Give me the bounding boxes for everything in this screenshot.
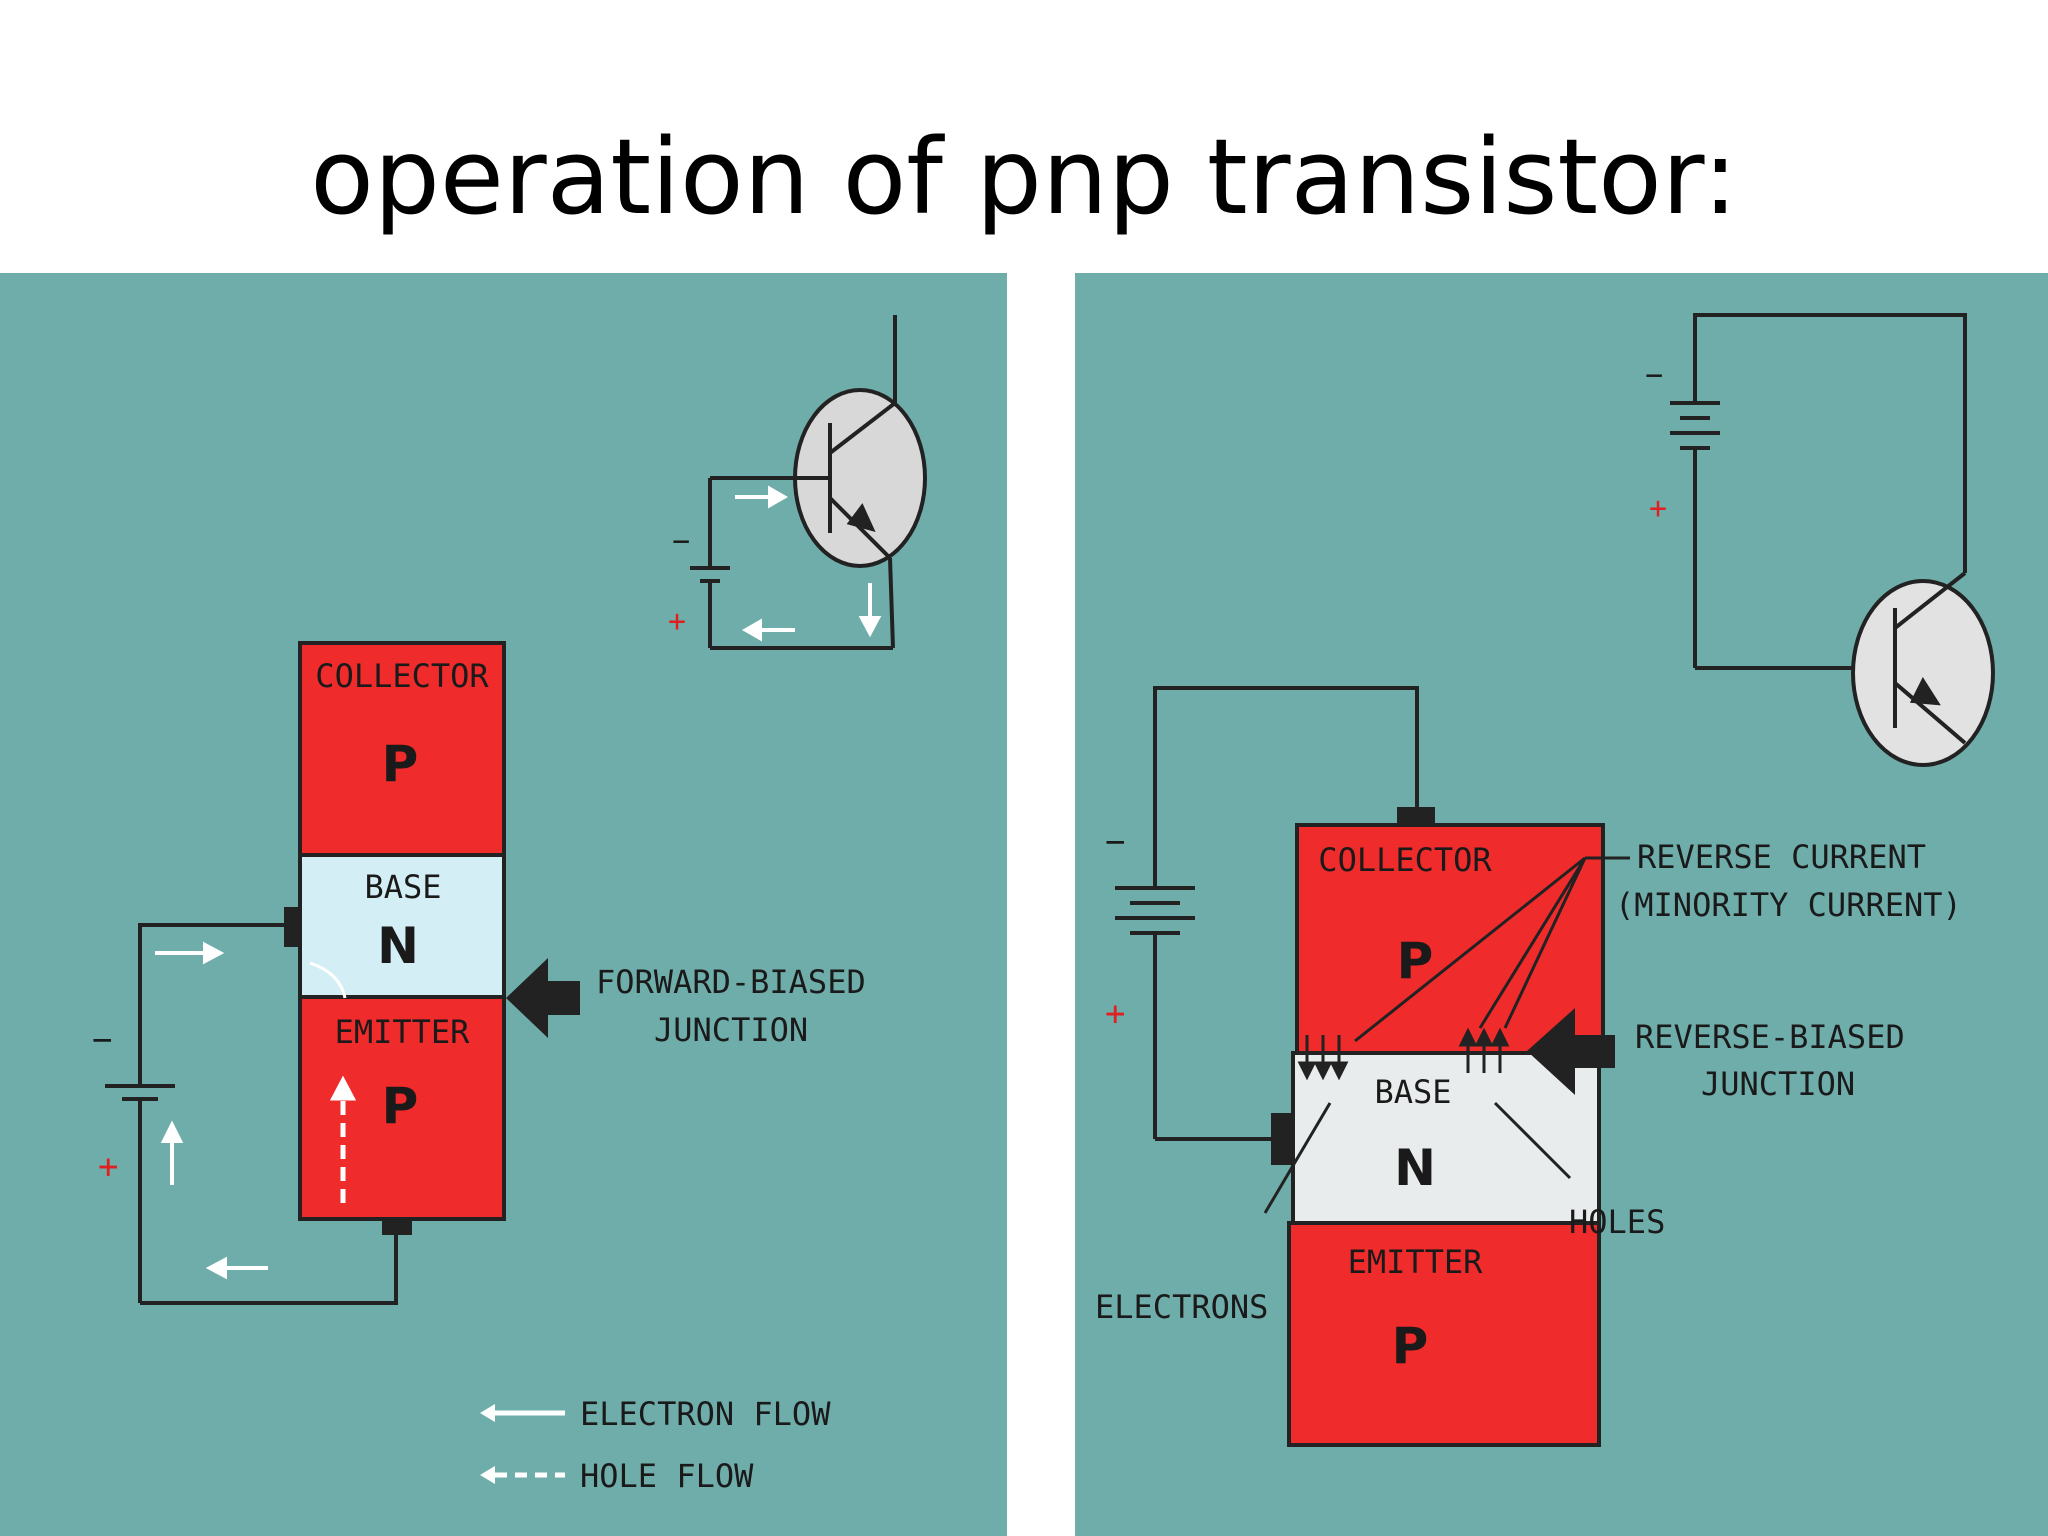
electrons-label: ELECTRONS	[1095, 1288, 1268, 1326]
symbol-plus-left: +	[668, 604, 686, 639]
junction-arrow-right	[1527, 1008, 1615, 1095]
holes-pointer	[1493, 1101, 1572, 1180]
collector-region-left	[298, 641, 506, 857]
right-battery-circuit	[1115, 686, 1419, 1141]
collector-label-right: COLLECTOR	[1318, 841, 1492, 879]
emitter-region-left	[298, 995, 506, 1221]
battery-plus-left: +	[98, 1147, 118, 1187]
symbol-minus-right: −	[1645, 358, 1663, 393]
base-region-left	[298, 853, 506, 999]
junction-label-right-2: JUNCTION	[1701, 1065, 1855, 1103]
collector-region-right	[1295, 823, 1605, 1055]
battery-minus-right: −	[1105, 822, 1125, 862]
base-label-right: BASE	[1374, 1073, 1451, 1111]
junction-label-right-1: REVERSE-BIASED	[1635, 1018, 1905, 1056]
electrons-pointer	[1263, 1102, 1332, 1214]
emitter-label-right: EMITTER	[1348, 1243, 1484, 1281]
battery-plus-right: +	[1105, 994, 1125, 1034]
reverse-current-line1: REVERSE CURRENT	[1637, 838, 1926, 876]
base-label-left: BASE	[364, 868, 441, 906]
collector-label-left: COLLECTOR	[315, 657, 489, 695]
junction-label-left-1: FORWARD-BIASED	[596, 963, 866, 1001]
symbol-plus-right: +	[1649, 491, 1667, 526]
holes-label: HOLES	[1569, 1203, 1665, 1241]
junction-arrow-left	[506, 958, 580, 1038]
reverse-current-pointers	[1354, 856, 1630, 1043]
legend-hole-flow: HOLE FLOW	[580, 1457, 754, 1495]
base-region-right	[1291, 1051, 1601, 1225]
symbol-flow-arrows-left	[735, 485, 882, 642]
left-circuit-wires	[105, 923, 398, 1305]
base-type-right: N	[1394, 1139, 1436, 1197]
junction-label-left-2: JUNCTION	[654, 1011, 808, 1049]
slide-title: operation of pnp transistor:	[310, 116, 1738, 238]
emitter-region-right	[1287, 1221, 1601, 1447]
symbol-minus-left: −	[672, 524, 690, 559]
pnp-symbol-left	[690, 315, 927, 650]
circuit-flow-arrows-left	[155, 941, 268, 1280]
left-diagram-svg: − + − + COLLECTOR P BASE	[92, 315, 927, 1495]
reverse-current-line2: (MINORITY CURRENT)	[1615, 886, 1962, 924]
legend-electron-flow: ELECTRON FLOW	[580, 1395, 831, 1433]
collector-type-left: P	[382, 735, 419, 793]
emitter-label-left: EMITTER	[335, 1013, 471, 1051]
base-type-left: N	[377, 917, 419, 975]
left-diagram-panel: − + − + COLLECTOR P BASE	[0, 273, 1007, 1536]
emitter-type-right: P	[1392, 1317, 1429, 1375]
collector-type-right: P	[1397, 932, 1434, 990]
base-contact-left	[284, 907, 302, 947]
hole-arrows-right	[1458, 1027, 1510, 1073]
emitter-type-left: P	[382, 1077, 419, 1135]
legend-left	[480, 1404, 565, 1484]
pnp-symbol-right	[1851, 571, 1995, 767]
battery-minus-left: −	[92, 1020, 112, 1060]
base-contact-right	[1271, 1113, 1293, 1165]
hole-flow-arrow-left	[309, 961, 357, 1203]
right-diagram-svg: − + − + COLLECTOR P BASE N	[1095, 313, 1995, 1447]
right-diagram-panel: − + − + COLLECTOR P BASE N	[1075, 273, 2048, 1536]
electron-arrows-right	[1297, 1035, 1349, 1081]
collector-contact-right	[1397, 807, 1435, 827]
